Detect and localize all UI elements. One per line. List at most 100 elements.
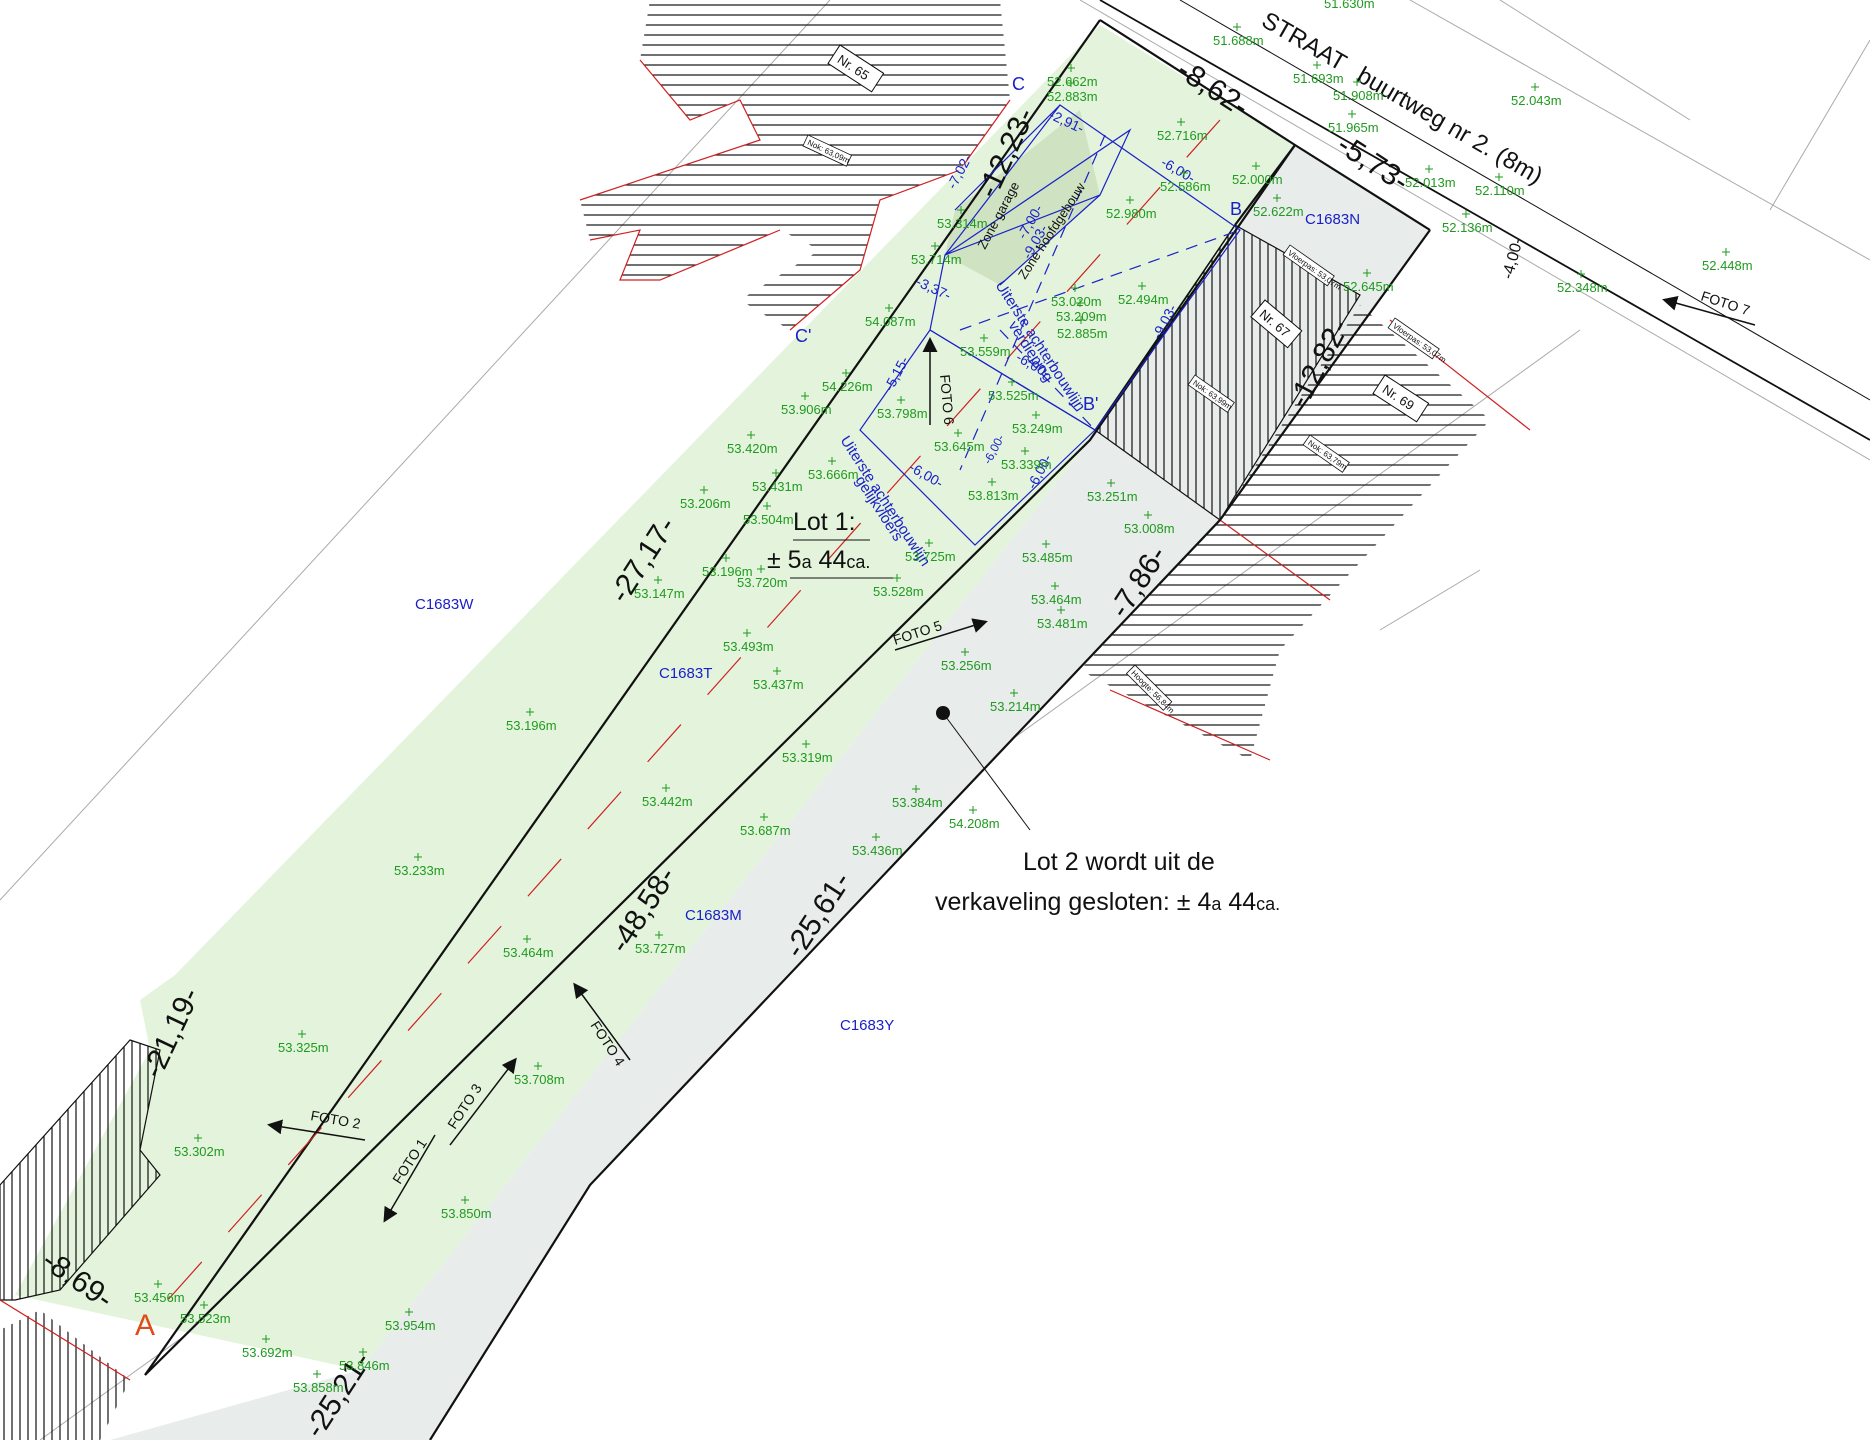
point-c-prime: C' [795, 326, 811, 346]
elevation-value: 53.206m [680, 496, 731, 511]
elevation-point: 53.798m [877, 396, 928, 421]
parcel-c1683t: C1683T [659, 665, 712, 682]
elevation-value: 53.302m [174, 1144, 225, 1159]
elevation-point: 52.043m [1511, 83, 1562, 108]
elevation-point: 53.420m [727, 431, 778, 456]
dim-4-00: -4,00- [1499, 236, 1526, 281]
elevation-value: 53.559m [960, 344, 1011, 359]
elevation-value: 53.436m [852, 843, 903, 858]
elevation-point: 53.206m [680, 486, 731, 511]
elevation-point: 54.208m [949, 806, 1000, 831]
elevation-point: 53.725m [905, 539, 956, 564]
elevation-point: 52.980m [1106, 196, 1157, 221]
parcel-labels: C1683W C1683T C1683M C1683Y C1683N [415, 211, 1360, 1034]
elevation-value: 53.720m [737, 575, 788, 590]
elevation-point: 51.908m [1333, 78, 1384, 103]
elevation-point: 53.256m [941, 648, 992, 673]
lot1-area [15, 25, 1295, 1370]
point-c: C [1012, 74, 1025, 94]
elevation-value: 53.906m [781, 402, 832, 417]
elevation-value: 52.043m [1511, 93, 1562, 108]
elevation-value: 52.622m [1253, 204, 1304, 219]
elevation-value: 53.008m [1124, 521, 1175, 536]
elevation-value: 53.431m [752, 479, 803, 494]
elevation-point: 53.813m [968, 478, 1019, 503]
elevation-value: 52.494m [1118, 292, 1169, 307]
elevation-value: 52.000m [1232, 172, 1283, 187]
lot1-title: Lot 1: [793, 508, 856, 536]
elevation-point: 53.525m [988, 378, 1039, 403]
elevation-point: 53.147m [634, 576, 685, 601]
street-label: STRAAT [1257, 7, 1351, 77]
elevation-point: 53.442m [642, 784, 693, 809]
elevation-value: 52.883m [1047, 89, 1098, 104]
elevation-value: 51.908m [1333, 88, 1384, 103]
elevation-point: 53.559m [960, 334, 1011, 359]
lot2-area [110, 145, 1430, 1440]
elevation-value: 52.716m [1157, 128, 1208, 143]
elevation-value: 52.013m [1405, 175, 1456, 190]
elevation-point: 53.214m [990, 689, 1041, 714]
elevation-value: 53.523m [180, 1311, 231, 1326]
elevation-point: 52.645m [1343, 269, 1394, 294]
elevation-point: 52.622m [1253, 194, 1304, 219]
elevation-value: 52.348m [1557, 280, 1608, 295]
elevation-value: 52.136m [1442, 220, 1493, 235]
street-lines [1099, 0, 1870, 441]
elevation-point: 52.586m [1160, 169, 1211, 194]
elevation-value: 52.645m [1343, 279, 1394, 294]
elevation-point: 53.906m [781, 392, 832, 417]
elevation-point: 53.504m [743, 502, 794, 527]
elevation-point: 53.251m [1087, 479, 1138, 504]
elevation-point: 53.523m [180, 1301, 231, 1326]
elevation-point: 53.008m [1124, 511, 1175, 536]
elevation-point: 54.087m [865, 304, 916, 329]
garage-zone [945, 110, 1100, 285]
elevation-point: 53.692m [242, 1335, 293, 1360]
elevation-point: 53.727m [635, 931, 686, 956]
elevation-value: 53.196m [506, 718, 557, 733]
elevation-point: 51.693m [1293, 61, 1344, 86]
elevation-point: 53.481m [1037, 606, 1088, 631]
point-a: A [135, 1309, 155, 1342]
elevation-value: 52.448m [1702, 258, 1753, 273]
lot2-line2: verkaveling gesloten: ± 4a 44ca. [935, 888, 1280, 916]
elevation-value: 53.798m [877, 406, 928, 421]
elevation-point: 53.645m [934, 429, 985, 454]
elevation-point: 53.714m [911, 242, 962, 267]
elevation-point: 53.456m [134, 1280, 185, 1305]
elevation-value: 53.147m [634, 586, 685, 601]
elevation-point: 52.110m [1475, 173, 1525, 198]
elevation-value: 53.256m [941, 658, 992, 673]
elevation-value: 53.485m [1022, 550, 1073, 565]
elevation-value: 53.020m [1051, 294, 1102, 309]
elevation-point: 53.687m [740, 813, 791, 838]
elevation-value: 53.725m [905, 549, 956, 564]
elevation-value: 53.196m [702, 564, 753, 579]
elevation-value: 52.885m [1057, 326, 1108, 341]
elevation-point: 53.708m [514, 1062, 565, 1087]
elevation-point: 53.314m [937, 206, 988, 231]
lot2-line1: Lot 2 wordt uit de [1023, 848, 1215, 876]
elevation-value: 53.687m [740, 823, 791, 838]
point-b-prime: B' [1083, 394, 1098, 414]
elevation-point: 53.436m [852, 833, 903, 858]
elevation-point: 53.020m [1051, 284, 1102, 309]
elevation-point: 53.493m [723, 629, 774, 654]
elevation-value: 53.504m [743, 512, 794, 527]
parcel-c1683y: C1683Y [840, 1017, 894, 1034]
elevation-value: 53.437m [753, 677, 804, 692]
elevation-point: 53.249m [1012, 411, 1063, 436]
lot2-label: Lot 2 wordt uit de verkaveling gesloten:… [935, 706, 1280, 916]
elevation-value: 53.251m [1087, 489, 1138, 504]
elevation-value: 53.708m [514, 1072, 565, 1087]
parcel-c1683m: C1683M [685, 907, 742, 924]
elevation-value: 53.528m [873, 584, 924, 599]
elevation-value: 53.714m [911, 252, 962, 267]
elevation-value: 53.481m [1037, 616, 1088, 631]
foto-6: FOTO 6 [937, 374, 957, 426]
elevation-value: 53.420m [727, 441, 778, 456]
elevation-value: 51.688m [1213, 33, 1264, 48]
elevation-value: 52.662m [1047, 74, 1098, 89]
elevation-point: 53.233m [394, 853, 445, 878]
